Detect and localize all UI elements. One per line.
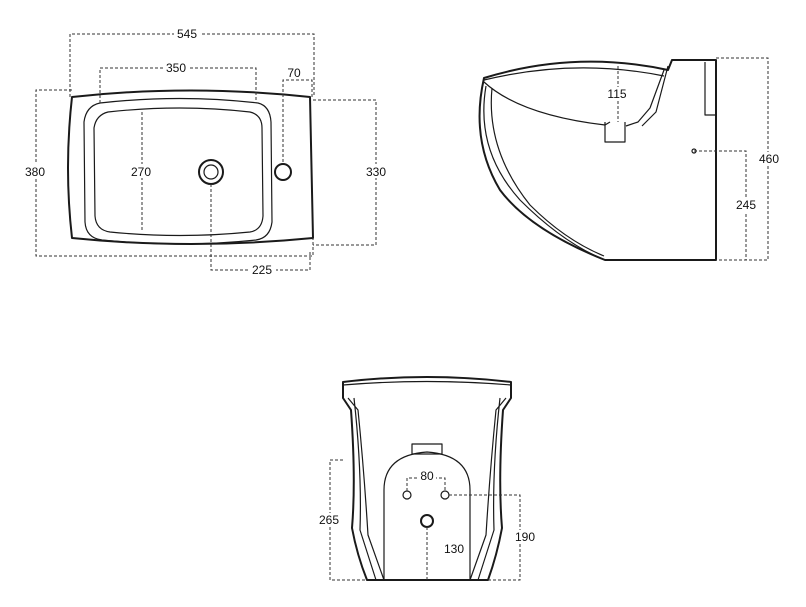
side-view: 115 460 245 [478, 57, 782, 261]
dim-line-70 [282, 79, 313, 162]
dim-label-265: 265 [319, 513, 339, 527]
dim-label-350: 350 [166, 61, 186, 75]
dim-label-330: 330 [366, 165, 386, 179]
back-view-left-panel [347, 397, 385, 581]
side-view-overflow [604, 122, 626, 143]
dim-label-115: 115 [607, 87, 626, 101]
dim-label-70: 70 [287, 66, 301, 80]
side-view-rim [483, 67, 665, 81]
dim-line-190 [449, 494, 521, 581]
dim-label-130: 130 [444, 542, 464, 556]
top-view-tap-hole [274, 163, 292, 181]
dim-label-460: 460 [759, 152, 779, 166]
top-view-outer-rim [67, 89, 314, 245]
back-view-right-hole [440, 490, 450, 500]
top-view-drain-outer [198, 159, 224, 185]
dim-label-245: 245 [736, 198, 756, 212]
side-view-bowl [483, 81, 611, 126]
back-view-slot [411, 443, 443, 455]
back-view-arch [383, 451, 471, 580]
top-view: 545 350 70 380 270 330 225 [24, 27, 388, 277]
back-view: 80 265 130 190 [316, 376, 538, 581]
dim-line-245 [694, 150, 747, 260]
side-view-inner-curve-2 [490, 87, 605, 257]
dim-label-190: 190 [515, 530, 535, 544]
back-view-left-hole [402, 490, 412, 500]
back-view-rim [342, 380, 512, 386]
side-view-shell [478, 59, 717, 261]
dim-label-80: 80 [420, 469, 434, 483]
back-view-body [342, 376, 512, 581]
back-view-right-panel [469, 397, 507, 581]
dim-label-225: 225 [252, 263, 272, 277]
side-view-inner-curve [483, 85, 601, 259]
dim-line-225 [210, 184, 311, 271]
dim-label-545: 545 [177, 27, 197, 41]
top-view-basin-inner [93, 107, 264, 237]
back-view-drain-hole [420, 514, 434, 528]
top-view-basin-outer [83, 97, 273, 245]
side-view-rear-wall [625, 62, 716, 127]
dim-label-380: 380 [25, 165, 45, 179]
top-view-drain-inner [203, 164, 219, 180]
dim-line-545 [69, 33, 315, 97]
dim-line-380 [35, 89, 314, 257]
dim-label-270: 270 [131, 165, 151, 179]
